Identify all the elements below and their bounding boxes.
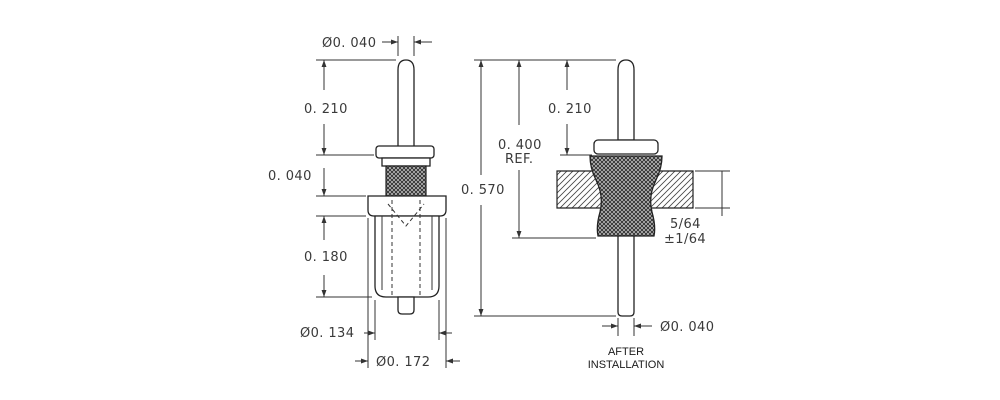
- dim-left-collar-thickness: 0. 040: [268, 169, 312, 184]
- right-dimensions: [474, 59, 730, 336]
- dim-left-pin-diameter: Ø0. 040: [322, 36, 376, 51]
- dim-right-ref-label: REF.: [505, 152, 533, 167]
- caption-after: AFTER: [608, 346, 644, 358]
- right-labels: 0. 210 0. 400 REF. 0. 570 5/64 ±1/64 Ø0.…: [461, 102, 714, 371]
- collar: [375, 145, 435, 159]
- pin-bottom: [397, 296, 415, 315]
- left-view: Ø0. 040 0. 210 0. 040 0. 180 Ø0. 134 Ø0.…: [268, 36, 460, 370]
- knurl-neck: [385, 165, 427, 197]
- swaged-knurl: [589, 155, 663, 237]
- flange: [367, 195, 447, 217]
- dim-right-panel-tolerance: ±1/64: [664, 232, 706, 247]
- left-part: [367, 59, 447, 315]
- body: [374, 215, 440, 298]
- dim-right-panel-thickness: 5/64: [670, 217, 701, 232]
- dim-right-ref-length: 0. 400: [498, 138, 542, 153]
- dim-right-pin-diameter: Ø0. 040: [660, 320, 714, 335]
- right-view: 0. 210 0. 400 REF. 0. 570 5/64 ±1/64 Ø0.…: [461, 59, 730, 371]
- dim-right-pin-length: 0. 210: [548, 102, 592, 117]
- dim-left-body-diameter: Ø0. 134: [300, 326, 354, 341]
- dim-left-pin-length: 0. 210: [304, 102, 348, 117]
- pin-top: [397, 59, 415, 152]
- dim-left-flange-diameter: Ø0. 172: [376, 355, 430, 370]
- right-part: [556, 59, 694, 317]
- caption-installation: INSTALLATION: [588, 359, 665, 371]
- left-dimensions: [316, 36, 460, 368]
- dim-left-body-length: 0. 180: [304, 250, 348, 265]
- left-labels: Ø0. 040 0. 210 0. 040 0. 180 Ø0. 134 Ø0.…: [268, 36, 430, 370]
- dim-right-overall-length: 0. 570: [461, 183, 505, 198]
